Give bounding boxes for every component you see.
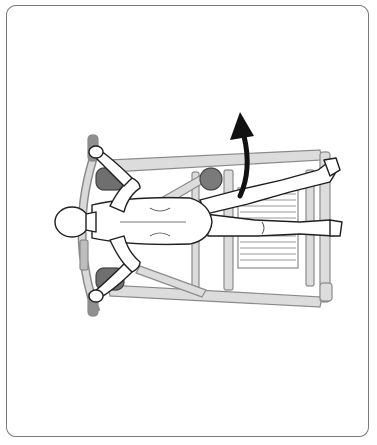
exercise-illustration bbox=[0, 0, 377, 445]
